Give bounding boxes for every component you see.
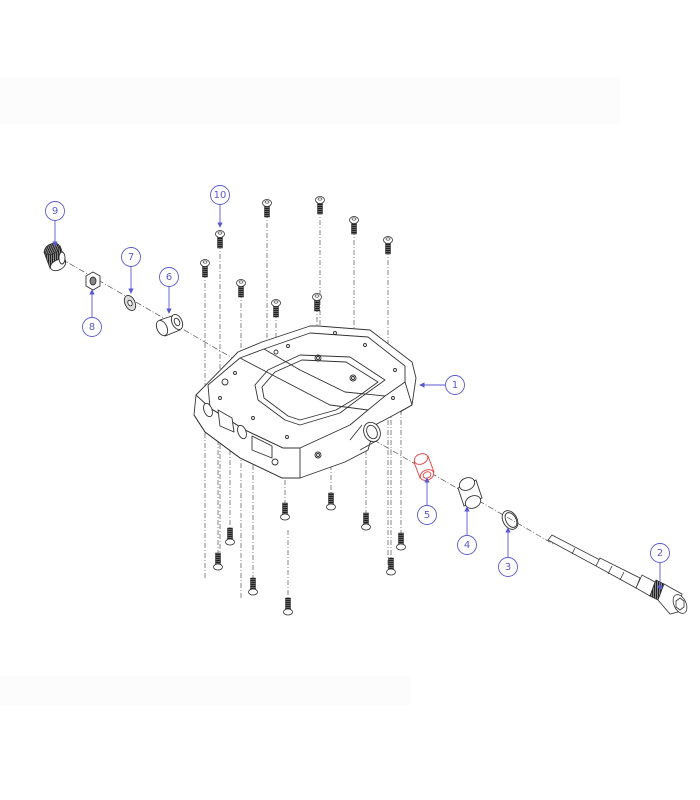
- callout-3: 3: [498, 527, 518, 577]
- callout-label: 3: [505, 562, 511, 573]
- callout-label: 5: [424, 510, 430, 521]
- pin-screw: [283, 597, 293, 616]
- seal-ring: [501, 510, 519, 530]
- outer-bushing: [457, 477, 483, 509]
- callout-5: 5: [417, 477, 437, 525]
- pin-screw: [349, 216, 359, 235]
- callouts: 1 2 3 4 5 6 7 8 9 10: [45, 185, 670, 591]
- pin-screw: [383, 236, 393, 255]
- pin-screw: [225, 527, 235, 546]
- pin-screw: [200, 259, 210, 278]
- callout-label: 6: [166, 272, 172, 283]
- pin-screw: [361, 512, 371, 531]
- washer: [123, 294, 137, 312]
- callout-label: 1: [452, 380, 458, 391]
- pin-screw: [271, 299, 281, 318]
- callout-8: 8: [82, 289, 102, 337]
- pin-screw: [213, 552, 223, 571]
- pin-screw: [326, 492, 336, 511]
- watermark-band-top: [0, 77, 620, 124]
- pin-screw: [215, 230, 225, 249]
- pedal-body: [193, 325, 417, 479]
- callout-label: 9: [52, 206, 58, 217]
- lock-nut: [85, 271, 101, 291]
- pin-screw: [386, 557, 396, 576]
- callout-1: 1: [419, 375, 465, 395]
- callout-6: 6: [159, 267, 179, 314]
- pin-screw: [280, 502, 290, 521]
- callout-7: 7: [121, 247, 141, 294]
- bearing: [155, 313, 184, 337]
- callout-label: 7: [128, 252, 134, 263]
- inner-bushing-highlighted: [413, 453, 435, 481]
- callout-label: 4: [464, 540, 470, 551]
- callout-label: 8: [89, 322, 95, 333]
- callout-9: 9: [45, 201, 65, 247]
- pin-screw: [312, 293, 322, 312]
- pin-screw: [262, 199, 272, 218]
- callout-10: 10: [210, 185, 230, 228]
- watermark-band-bottom: [0, 676, 410, 706]
- pin-screw: [248, 577, 258, 596]
- callout-label: 10: [214, 190, 227, 201]
- top-pins: [200, 196, 393, 318]
- pin-screw: [236, 279, 246, 298]
- pin-screw: [315, 196, 325, 215]
- callout-label: 2: [657, 548, 663, 559]
- bottom-pins: [213, 492, 406, 616]
- spindle: [547, 534, 688, 615]
- callout-4: 4: [457, 506, 477, 555]
- callout-2: 2: [650, 543, 670, 591]
- pin-screw: [396, 532, 406, 551]
